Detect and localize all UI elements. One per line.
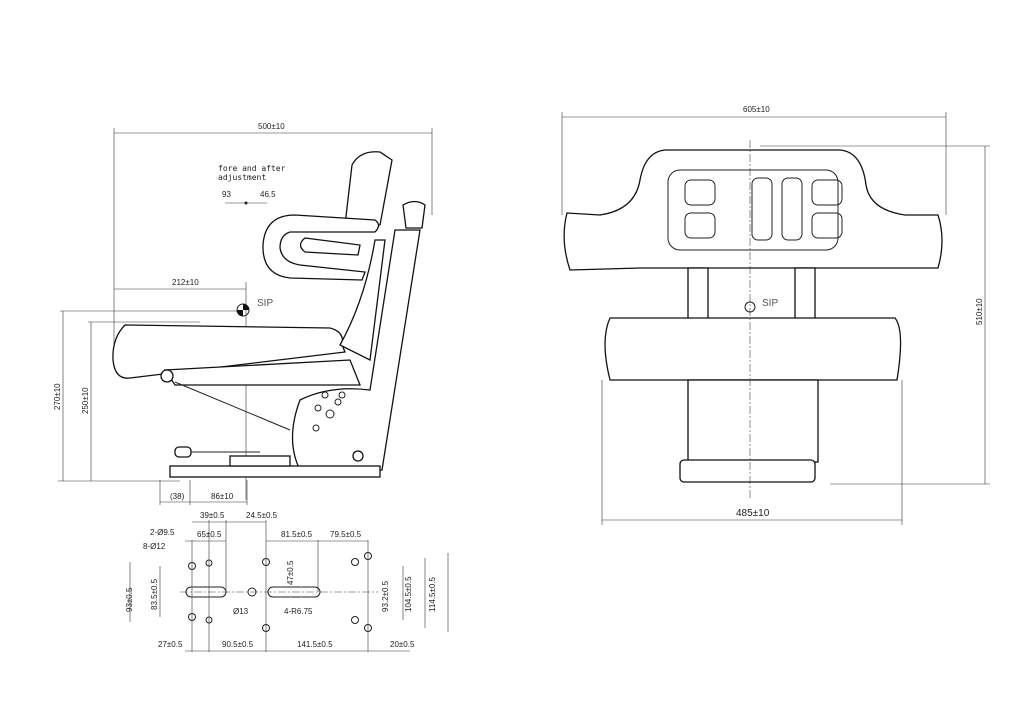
overall-length-label: 500±10	[258, 122, 285, 131]
dim-65: 65±0.5	[197, 530, 222, 539]
dim-83-5: 83.5±0.5	[150, 578, 159, 610]
seat-height-label: 250±10	[81, 387, 90, 414]
dim-114-5: 114.5±0.5	[428, 577, 437, 612]
front-view: 605±10 510±10 SIP 485±10	[561, 105, 990, 525]
rail-offset-label: (38)	[170, 492, 185, 501]
front-sip-marker-icon	[744, 301, 756, 313]
front-sip-label: SIP	[762, 298, 778, 309]
slots-label: 4-R6.75	[284, 607, 313, 616]
rail-travel-label: 86±10	[211, 492, 234, 501]
dim-141-5: 141.5±0.5	[297, 640, 333, 649]
dim-104-5: 104.5±0.5	[404, 576, 413, 612]
dim-90-5: 90.5±0.5	[222, 640, 254, 649]
dim-79-5: 79.5±0.5	[330, 530, 362, 539]
holes-small-label: 2-Ø9.5	[150, 528, 175, 537]
sip-distance-label: 212±10	[172, 278, 199, 287]
dim-24-5: 24.5±0.5	[246, 511, 278, 520]
adjustment-forward-value: 46.5	[260, 190, 276, 199]
dim-39: 39±0.5	[200, 511, 225, 520]
overall-width-label: 605±10	[743, 105, 770, 114]
holes-large-label: 8-Ø12	[143, 542, 166, 551]
overall-height-label: 510±10	[975, 298, 984, 325]
dim-93-2: 93.2±0.5	[381, 580, 390, 612]
side-view: 500±10 fore and after adjustment 93 46.5…	[53, 122, 433, 505]
dim-93: 93±0.5	[125, 587, 134, 612]
adjustment-note-2: adjustment	[218, 173, 266, 182]
adjustment-back-value: 93	[222, 190, 231, 199]
dim-81-5: 81.5±0.5	[281, 530, 313, 539]
adjustment-note-1: fore and after	[218, 164, 286, 173]
center-hole-label: Ø13	[233, 607, 249, 616]
mounting-plan: 39±0.5 24.5±0.5 2-Ø9.5 65±0.5 81.5±0.5 7…	[125, 511, 449, 652]
dim-27: 27±0.5	[158, 640, 183, 649]
cushion-width-label: 485±10	[736, 508, 770, 519]
dim-20: 20±0.5	[390, 640, 415, 649]
sip-label: SIP	[257, 298, 273, 309]
dim-47: 47±0.5	[286, 560, 295, 585]
sip-height-label: 270±10	[53, 383, 62, 410]
